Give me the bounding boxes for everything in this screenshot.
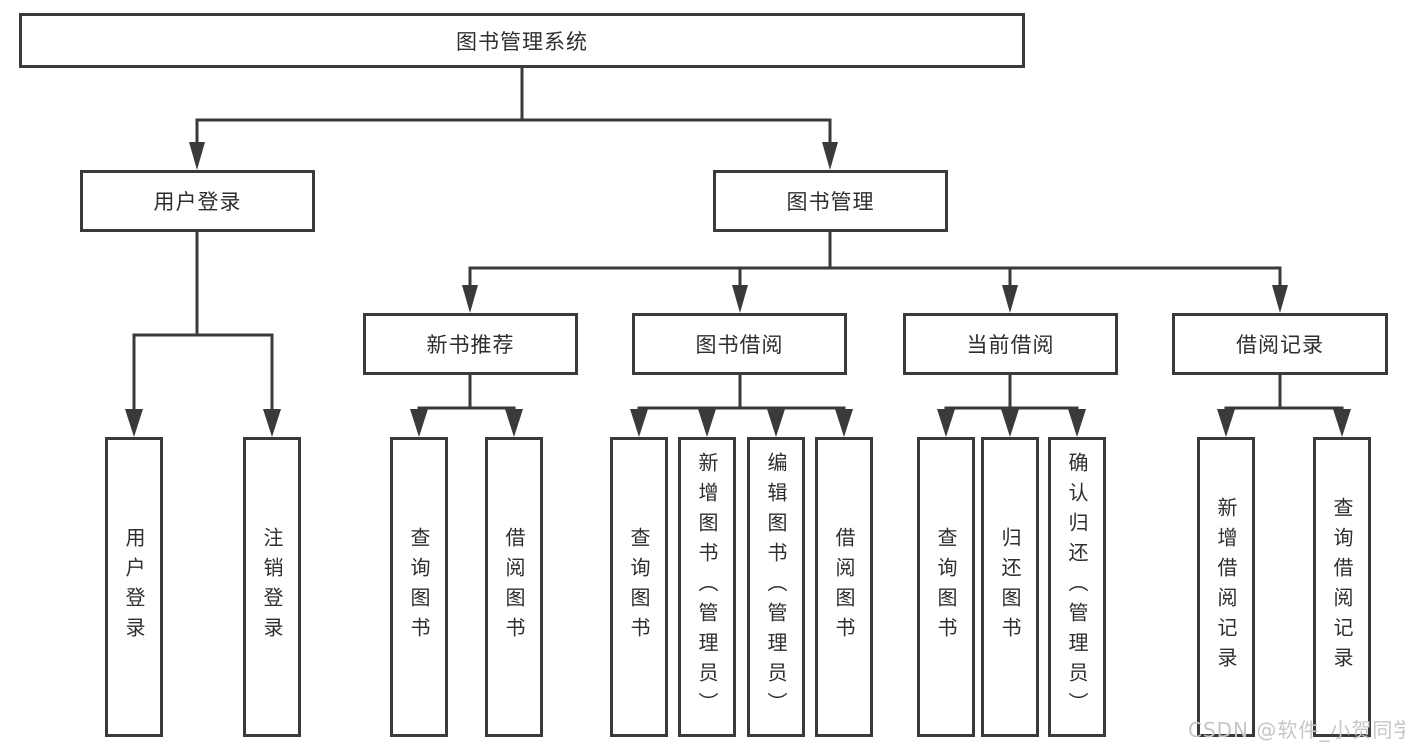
arrow-down-icon — [462, 285, 478, 313]
arrow-down-icon — [410, 409, 428, 437]
node-label: 借阅记录 — [1236, 333, 1324, 357]
node-label: 编辑图书（管理员） — [764, 452, 788, 722]
arrow-down-icon — [698, 409, 716, 437]
leaf-return-book: 归还图书 — [981, 437, 1039, 737]
node-user-login: 用户登录 — [80, 170, 315, 232]
arrow-down-icon — [732, 285, 748, 313]
leaf-borrow-books-borrowing: 借阅图书 — [815, 437, 873, 737]
node-current-borrowing: 当前借阅 — [903, 313, 1118, 375]
node-label: 用户登录 — [122, 527, 146, 647]
arrow-down-icon — [822, 142, 838, 170]
node-label: 注销登录 — [260, 527, 284, 647]
node-label: 查询图书 — [407, 527, 431, 647]
node-library-management-system: 图书管理系统 — [19, 13, 1025, 68]
leaf-query-books-current: 查询图书 — [917, 437, 975, 737]
leaf-edit-book-admin: 编辑图书（管理员） — [747, 437, 805, 737]
arrow-down-icon — [263, 409, 281, 437]
arrow-down-icon — [125, 409, 143, 437]
arrow-down-icon — [1272, 285, 1288, 313]
arrow-down-icon — [505, 409, 523, 437]
node-label: 图书借阅 — [695, 333, 784, 357]
node-label: 用户登录 — [153, 190, 242, 214]
node-label: 图书管理 — [786, 190, 875, 214]
leaf-logout: 注销登录 — [243, 437, 301, 737]
node-book-management: 图书管理 — [713, 170, 948, 232]
arrow-down-icon — [189, 142, 205, 170]
leaf-add-book-admin: 新增图书（管理员） — [678, 437, 736, 737]
node-label: 新增图书（管理员） — [695, 452, 719, 722]
arrowhead-icons — [125, 142, 1351, 437]
node-label: 借阅图书 — [832, 527, 856, 647]
arrow-down-icon — [1002, 285, 1018, 313]
node-label: 查询图书 — [934, 527, 958, 647]
node-label: 查询借阅记录 — [1330, 497, 1354, 677]
node-label: 确认归还（管理员） — [1065, 452, 1089, 722]
node-new-book-recommendation: 新书推荐 — [363, 313, 578, 375]
node-book-borrowing: 图书借阅 — [632, 313, 847, 375]
leaf-query-books-recommend: 查询图书 — [390, 437, 448, 737]
arrow-down-icon — [1001, 409, 1019, 437]
leaf-add-borrow-record: 新增借阅记录 — [1197, 437, 1255, 737]
node-label: 新书推荐 — [426, 333, 515, 357]
leaf-query-books-borrowing: 查询图书 — [610, 437, 668, 737]
arrow-down-icon — [835, 409, 853, 437]
node-label: 借阅图书 — [502, 527, 526, 647]
node-label: 新增借阅记录 — [1214, 497, 1238, 677]
node-borrowing-records: 借阅记录 — [1172, 313, 1388, 375]
csdn-watermark: CSDN @软件_小贺同学 — [1188, 718, 1405, 742]
node-label: 查询图书 — [627, 527, 651, 647]
leaf-confirm-return-admin: 确认归还（管理员） — [1048, 437, 1106, 737]
arrow-down-icon — [630, 409, 648, 437]
arrow-down-icon — [1333, 409, 1351, 437]
arrow-down-icon — [1217, 409, 1235, 437]
leaf-borrow-books-recommend: 借阅图书 — [485, 437, 543, 737]
leaf-query-borrow-record: 查询借阅记录 — [1313, 437, 1371, 737]
arrow-down-icon — [1068, 409, 1086, 437]
leaf-user-login: 用户登录 — [105, 437, 163, 737]
node-label: 当前借阅 — [966, 333, 1055, 357]
arrow-down-icon — [767, 409, 785, 437]
arrow-down-icon — [937, 409, 955, 437]
node-label: 归还图书 — [998, 527, 1022, 647]
node-label: 图书管理系统 — [456, 29, 588, 54]
